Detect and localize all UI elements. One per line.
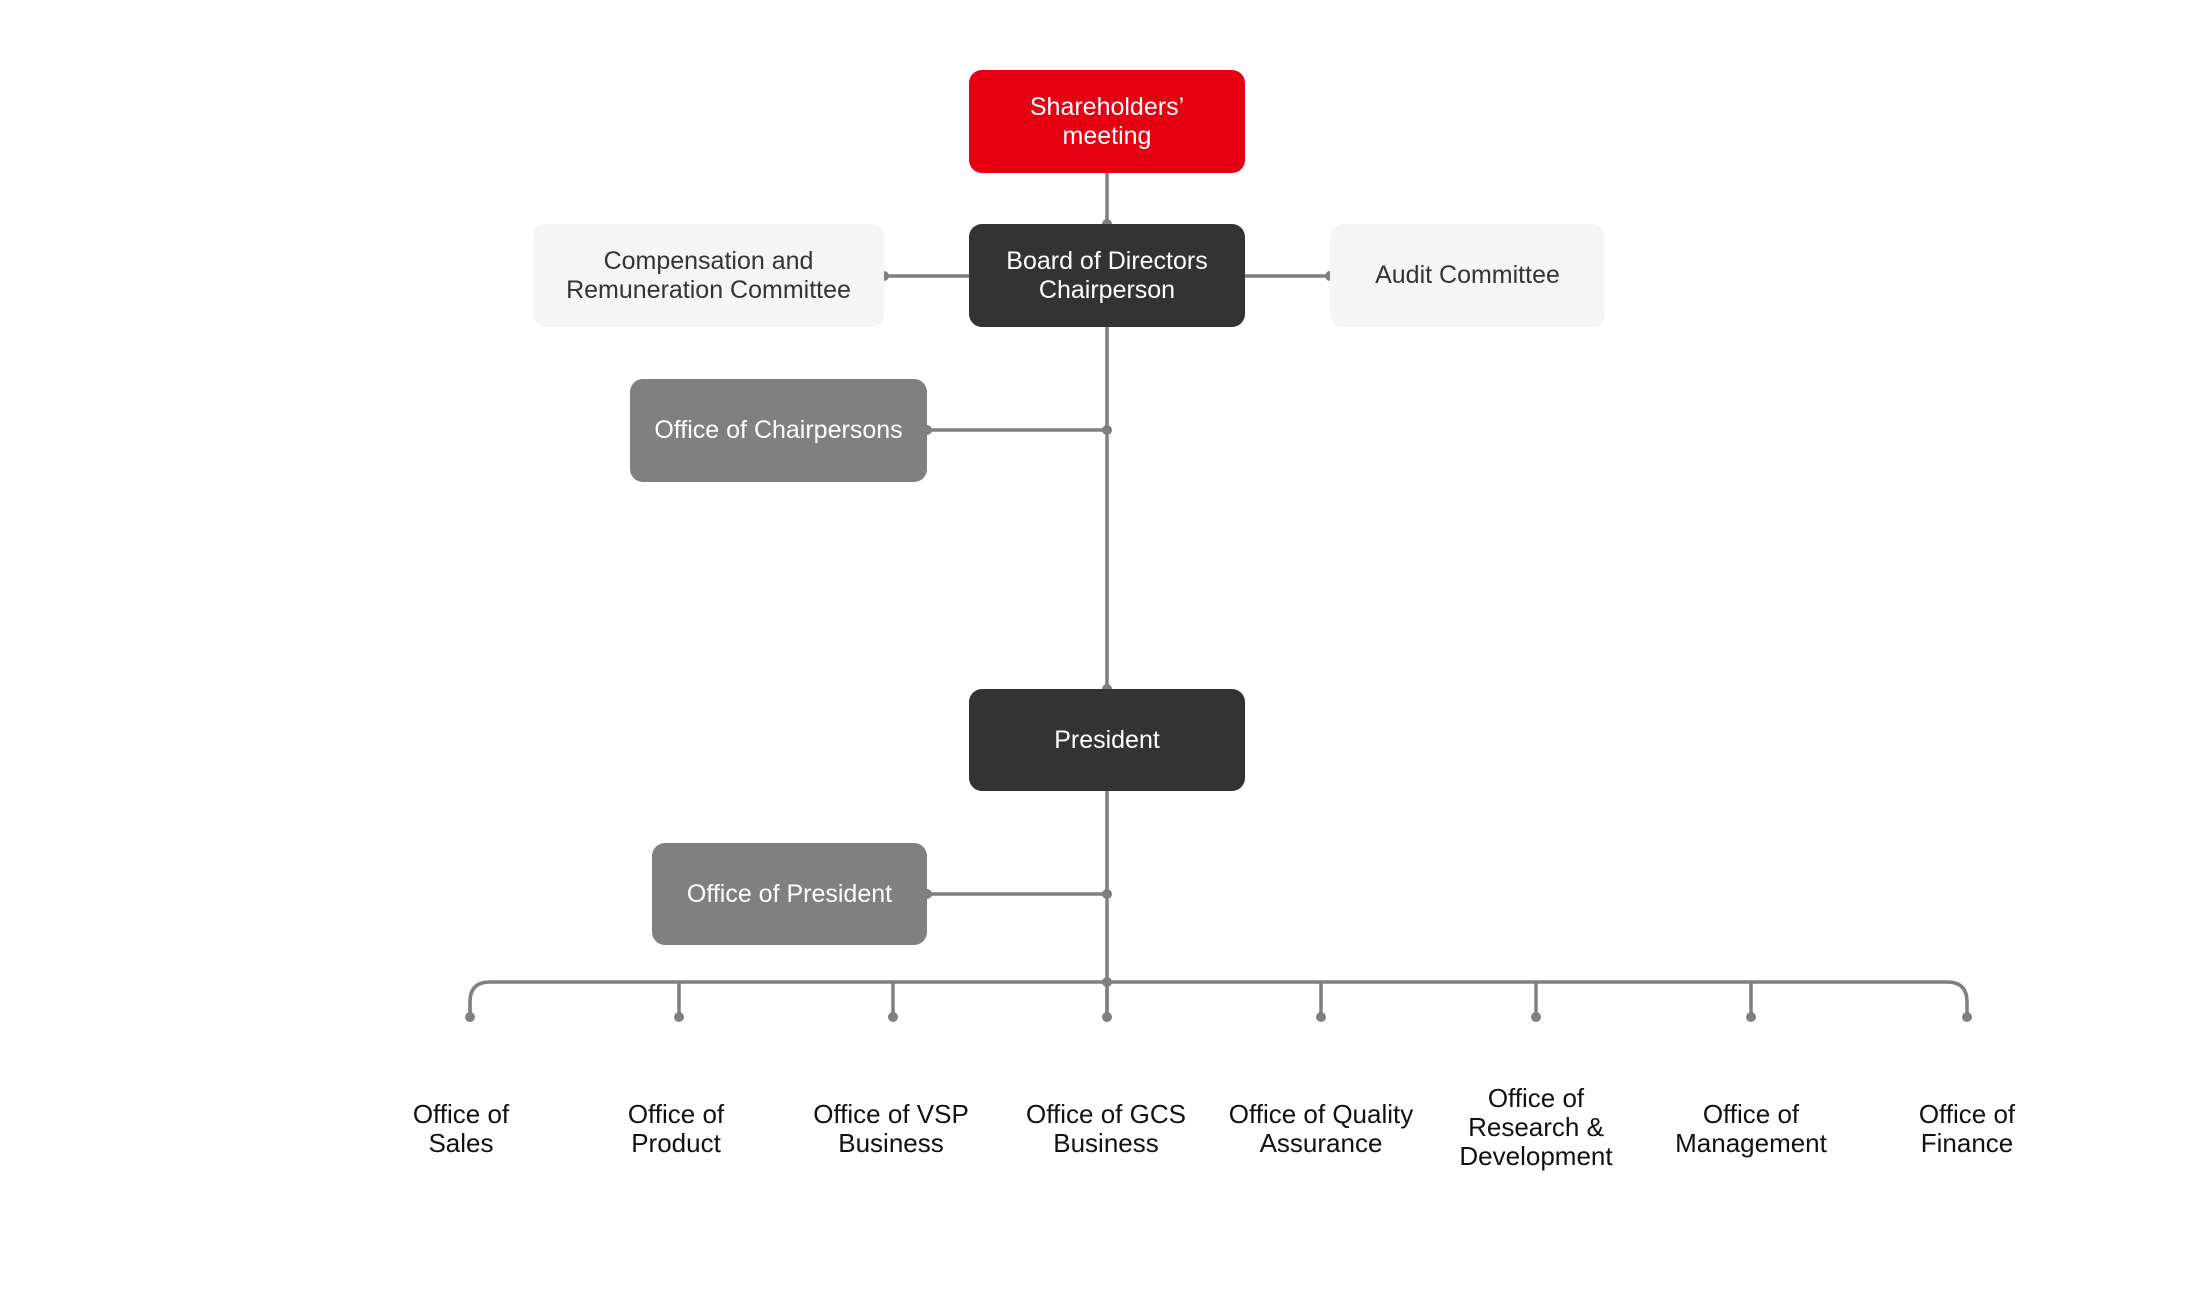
office-gcs-business-label: Office of GCS Business <box>1026 1099 1186 1158</box>
office-of-president-box: Office of President <box>652 843 927 945</box>
connector-node <box>1102 425 1112 435</box>
shareholders-meeting-label: Shareholders’ meeting <box>1029 92 1185 150</box>
office-finance-label: Office of Finance <box>1918 1099 2016 1158</box>
office-product-label: Office of Product <box>627 1099 725 1158</box>
office-research-development-label: Office of Research & Development <box>1459 1083 1613 1171</box>
connector-node <box>1102 889 1112 899</box>
connector-node <box>888 1012 898 1022</box>
connector-node <box>1531 1012 1541 1022</box>
office-quality-assurance-label: Office of Quality Assurance <box>1228 1099 1414 1158</box>
connector-node <box>1746 1012 1756 1022</box>
connector-node <box>1102 1012 1112 1022</box>
office-of-president-label: Office of President <box>686 879 893 908</box>
connector-node <box>1962 1012 1972 1022</box>
president-box: President <box>969 689 1245 791</box>
office-of-chairpersons-box: Office of Chairpersons <box>630 379 927 482</box>
office-management-label: Office of Management <box>1675 1099 1827 1158</box>
office-vsp-business-label: Office of VSP Business <box>813 1099 969 1158</box>
president-label: President <box>1054 725 1160 754</box>
audit-committee-label: Audit Committee <box>1375 261 1560 289</box>
connector-node <box>465 1012 475 1022</box>
audit-committee-box: Audit Committee <box>1330 224 1605 327</box>
shareholders-meeting-box: Shareholders’ meeting <box>969 70 1245 173</box>
compensation-committee-box: Compensation and Remuneration Committee <box>533 224 884 327</box>
connector-offices-bus <box>468 980 1969 1017</box>
office-sales-label: Office of Sales <box>412 1099 510 1158</box>
connector-node <box>1316 1012 1326 1022</box>
connector-node <box>674 1012 684 1022</box>
board-of-directors-box: Board of Directors Chairperson <box>969 224 1245 327</box>
office-of-chairpersons-label: Office of Chairpersons <box>654 416 903 444</box>
compensation-committee-label: Compensation and Remuneration Committee <box>566 246 851 304</box>
board-of-directors-label: Board of Directors Chairperson <box>1006 246 1208 304</box>
